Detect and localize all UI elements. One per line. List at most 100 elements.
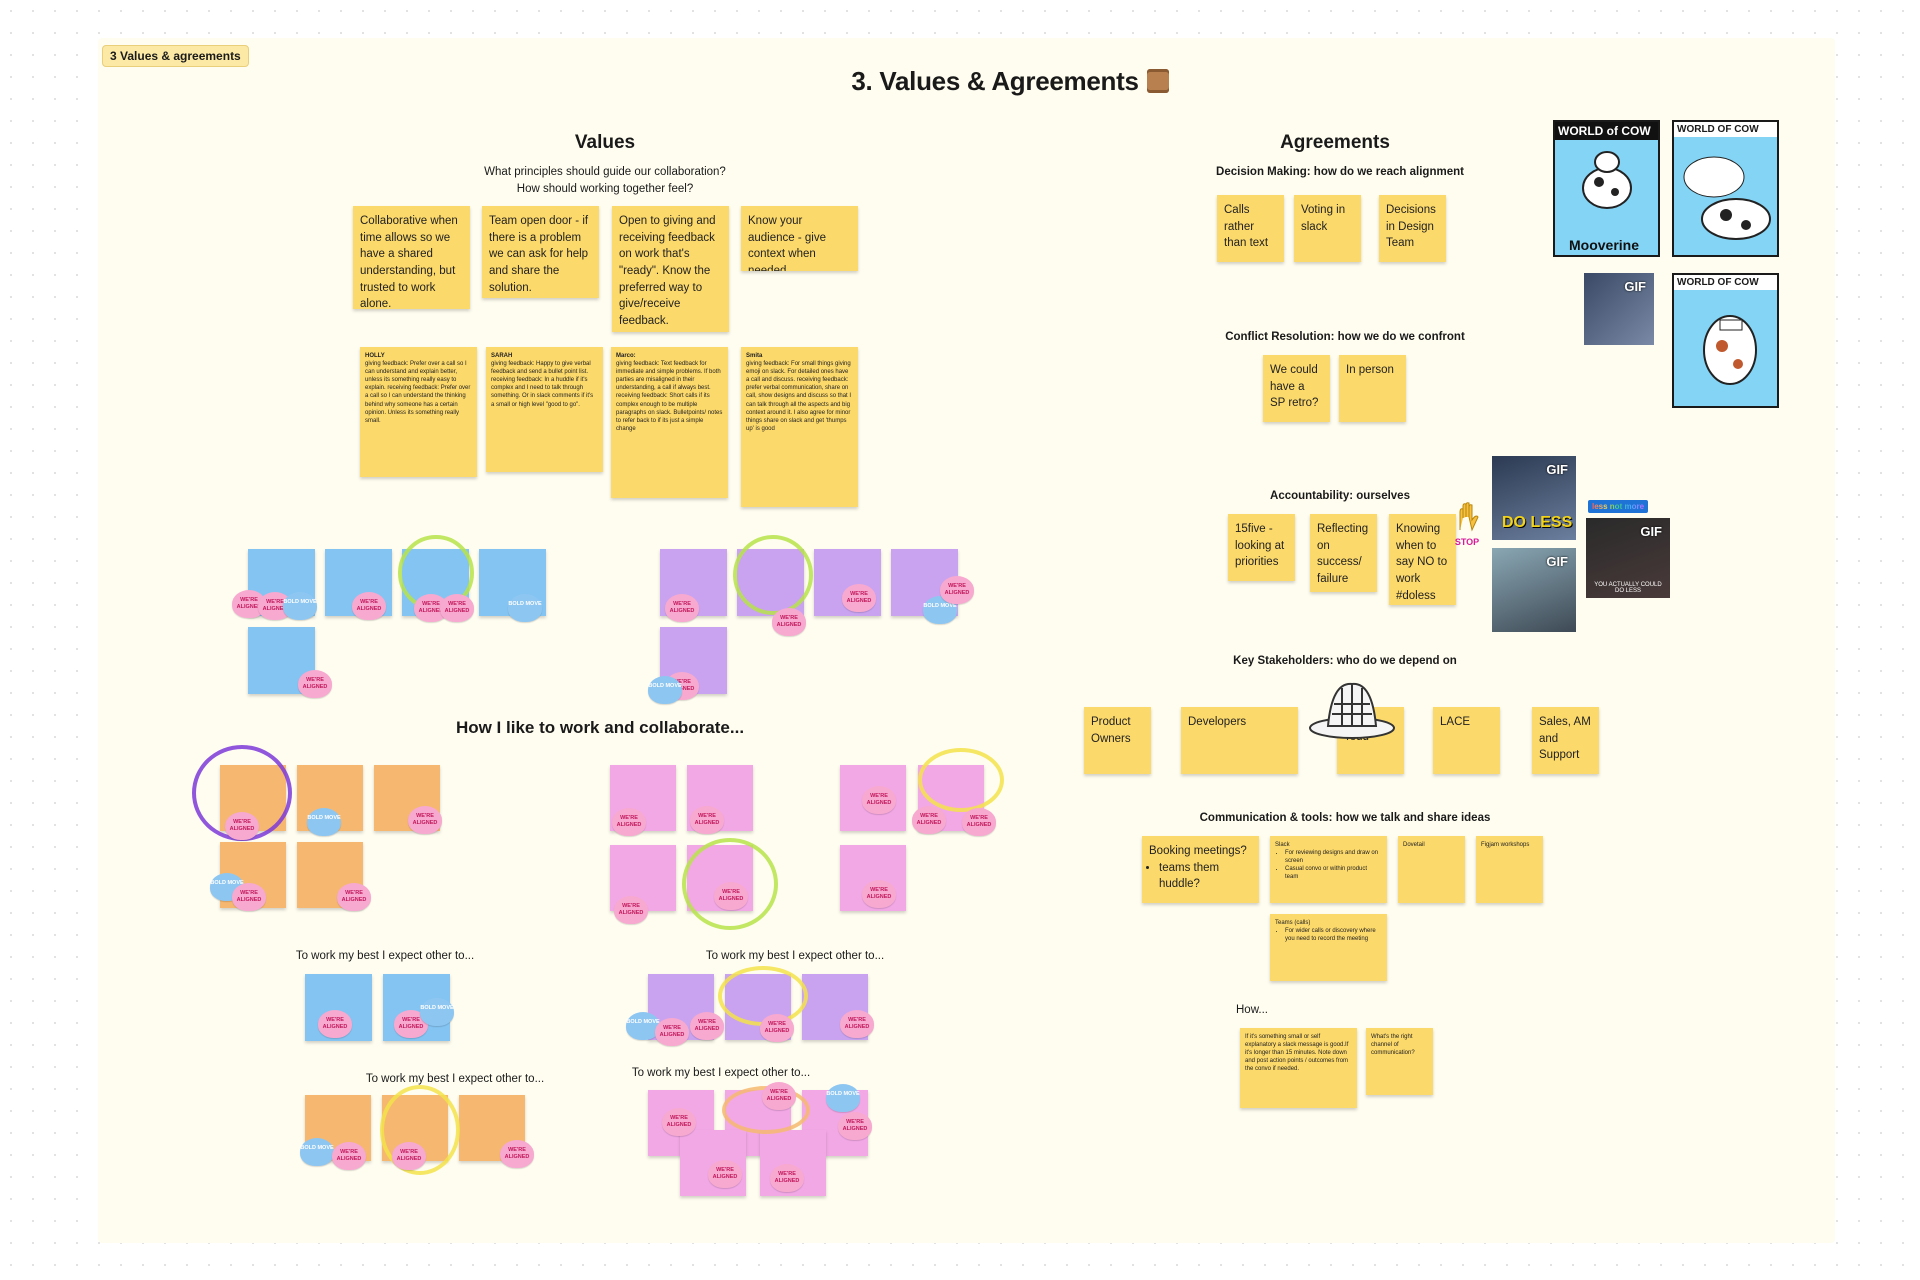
conflict-note[interactable]: We could have a SP retro?: [1263, 355, 1330, 422]
accountability-label: Accountability: ourselves: [1270, 490, 1410, 502]
gif-badge: GIF: [1546, 462, 1568, 477]
heart-sticker[interactable]: BOLD MOVE: [307, 808, 341, 836]
feedback-note[interactable]: Marco:giving feedback: Text feedback for…: [611, 347, 728, 498]
heart-sticker[interactable]: BOLD MOVE: [648, 676, 682, 704]
stakeholder-note[interactable]: Developers: [1181, 707, 1298, 774]
heart-sticker[interactable]: WE'RE ALIGNED: [708, 1160, 742, 1188]
heart-sticker[interactable]: WE'RE ALIGNED: [665, 594, 699, 622]
heart-sticker[interactable]: BOLD MOVE: [508, 594, 542, 622]
comic-title: WORLD OF COW: [1674, 122, 1777, 137]
conflict-label: Conflict Resolution: how we do we confro…: [1225, 331, 1465, 343]
section-tag[interactable]: 3 Values & agreements: [102, 45, 249, 67]
expect-label: To work my best I expect other to...: [631, 1067, 811, 1079]
heart-sticker[interactable]: BOLD MOVE: [300, 1138, 334, 1166]
comms-label: Communication & tools: how we talk and s…: [1199, 812, 1491, 824]
heart-sticker[interactable]: WE'RE ALIGNED: [940, 576, 974, 604]
work-note[interactable]: [737, 549, 804, 616]
gif-image[interactable]: GIF DO LESS: [1492, 456, 1576, 540]
heart-sticker[interactable]: WE'RE ALIGNED: [614, 896, 648, 924]
gif-badge: GIF: [1640, 524, 1662, 539]
cow-comic-image[interactable]: WORLD OF COW: [1672, 120, 1779, 257]
heart-sticker[interactable]: WE'RE ALIGNED: [838, 1112, 872, 1140]
heart-sticker[interactable]: WE'RE ALIGNED: [612, 808, 646, 836]
comms-note[interactable]: Dovetail: [1398, 836, 1465, 903]
feedback-author: SARAH: [491, 353, 513, 359]
how-note[interactable]: What's the right channel of communicatio…: [1366, 1028, 1433, 1095]
conflict-note[interactable]: In person: [1339, 355, 1406, 422]
heart-sticker[interactable]: WE'RE ALIGNED: [690, 806, 724, 834]
heart-sticker[interactable]: BOLD MOVE: [826, 1084, 860, 1112]
heart-sticker[interactable]: WE'RE ALIGNED: [714, 882, 748, 910]
heart-sticker[interactable]: WE'RE ALIGNED: [762, 1082, 796, 1110]
cowboy-hat-sticker[interactable]: [1308, 674, 1396, 742]
cow-comic-image[interactable]: WORLD of COW Mooverine: [1553, 120, 1660, 257]
gif-image[interactable]: GIF YOU ACTUALLY COULD DO LESS: [1586, 518, 1670, 598]
heart-sticker[interactable]: WE'RE ALIGNED: [352, 592, 386, 620]
heart-sticker[interactable]: WE'RE ALIGNED: [655, 1018, 689, 1046]
heart-sticker[interactable]: WE'RE ALIGNED: [690, 1012, 724, 1040]
value-note[interactable]: Collaborative when time allows so we hav…: [353, 206, 470, 309]
teams-title: Teams (calls): [1275, 920, 1311, 926]
accountability-note[interactable]: 15five - looking at priorities: [1228, 514, 1295, 581]
how-note[interactable]: If it's something small or self explanat…: [1240, 1028, 1357, 1108]
expect-label: To work my best I expect other to...: [295, 950, 475, 962]
heart-sticker[interactable]: WE'RE ALIGNED: [408, 806, 442, 834]
feedback-text: giving feedback: Happy to give verbal fe…: [491, 361, 594, 408]
slack-item: For reviewing designs and draw on screen: [1285, 849, 1382, 865]
values-heading: Values: [574, 132, 636, 153]
heart-sticker[interactable]: WE'RE ALIGNED: [760, 1014, 794, 1042]
heart-sticker[interactable]: WE'RE ALIGNED: [232, 883, 266, 911]
work-heading: How I like to work and collaborate...: [455, 718, 745, 737]
accountability-note[interactable]: Reflecting on success/ failure: [1310, 514, 1377, 592]
stakeholder-note[interactable]: LACE: [1433, 707, 1500, 774]
comms-note[interactable]: Figjam workshops: [1476, 836, 1543, 903]
booking-item: teams them huddle?: [1159, 860, 1252, 893]
heart-sticker[interactable]: WE'RE ALIGNED: [840, 1010, 874, 1038]
slack-item: Casual convo or within product team: [1285, 865, 1382, 881]
cow-comic-image[interactable]: WORLD OF COW: [1672, 273, 1779, 408]
heart-sticker[interactable]: WE'RE ALIGNED: [772, 608, 806, 636]
heart-sticker[interactable]: WE'RE ALIGNED: [298, 670, 332, 698]
decision-note[interactable]: Voting in slack: [1294, 195, 1361, 262]
stakeholder-note[interactable]: Product Owners: [1084, 707, 1151, 774]
heart-sticker[interactable]: WE'RE ALIGNED: [337, 883, 371, 911]
heart-sticker[interactable]: WE'RE ALIGNED: [225, 812, 259, 840]
stop-hand-sticker[interactable]: STOP: [1452, 502, 1482, 547]
feedback-note[interactable]: SARAH giving feedback: Happy to give verb…: [486, 347, 603, 472]
heart-sticker[interactable]: WE'RE ALIGNED: [770, 1164, 804, 1192]
value-note[interactable]: Know your audience - give context when n…: [741, 206, 858, 271]
heart-sticker[interactable]: WE'RE ALIGNED: [318, 1010, 352, 1038]
heart-sticker[interactable]: WE'RE ALIGNED: [500, 1140, 534, 1168]
decision-note[interactable]: Calls rather than text: [1217, 195, 1284, 262]
value-note[interactable]: Team open door - if there is a problem w…: [482, 206, 599, 298]
comms-note[interactable]: Teams (calls) For wider calls or discove…: [1270, 914, 1387, 981]
cow-illustration: [1582, 151, 1632, 209]
accountability-note[interactable]: Knowing when to say NO to work #doless: [1389, 514, 1456, 605]
gif-caption: YOU ACTUALLY COULD DO LESS: [1594, 582, 1662, 594]
heart-sticker[interactable]: WE'RE ALIGNED: [842, 584, 876, 612]
heart-sticker[interactable]: BOLD MOVE: [283, 592, 317, 620]
search-tag[interactable]: less not more: [1588, 500, 1649, 513]
decision-note[interactable]: Decisions in Design Team: [1379, 195, 1446, 262]
heart-sticker[interactable]: WE'RE ALIGNED: [440, 594, 474, 622]
value-note[interactable]: Open to giving and receiving feedback on…: [612, 206, 729, 332]
heart-sticker[interactable]: WE'RE ALIGNED: [862, 786, 896, 814]
gif-image[interactable]: GIF: [1492, 548, 1576, 632]
comms-note[interactable]: Slack For reviewing designs and draw on …: [1270, 836, 1387, 903]
heart-sticker[interactable]: WE'RE ALIGNED: [862, 880, 896, 908]
stakeholder-note[interactable]: Sales, AM and Support: [1532, 707, 1599, 774]
comms-note[interactable]: Booking meetings? teams them huddle?: [1142, 836, 1259, 903]
feedback-author: Marco:: [616, 353, 636, 359]
heart-sticker[interactable]: WE'RE ALIGNED: [392, 1142, 426, 1170]
heart-sticker[interactable]: BOLD MOVE: [626, 1012, 660, 1040]
gif-image[interactable]: GIF: [1584, 273, 1654, 345]
agreements-heading: Agreements: [1280, 132, 1390, 153]
heart-sticker[interactable]: WE'RE ALIGNED: [332, 1142, 366, 1170]
feedback-text: giving feedback: Prefer over a call so I…: [365, 361, 471, 424]
heart-sticker[interactable]: BOLD MOVE: [420, 998, 454, 1026]
heart-sticker[interactable]: WE'RE ALIGNED: [912, 806, 946, 834]
heart-sticker[interactable]: WE'RE ALIGNED: [662, 1108, 696, 1136]
heart-sticker[interactable]: WE'RE ALIGNED: [962, 808, 996, 836]
